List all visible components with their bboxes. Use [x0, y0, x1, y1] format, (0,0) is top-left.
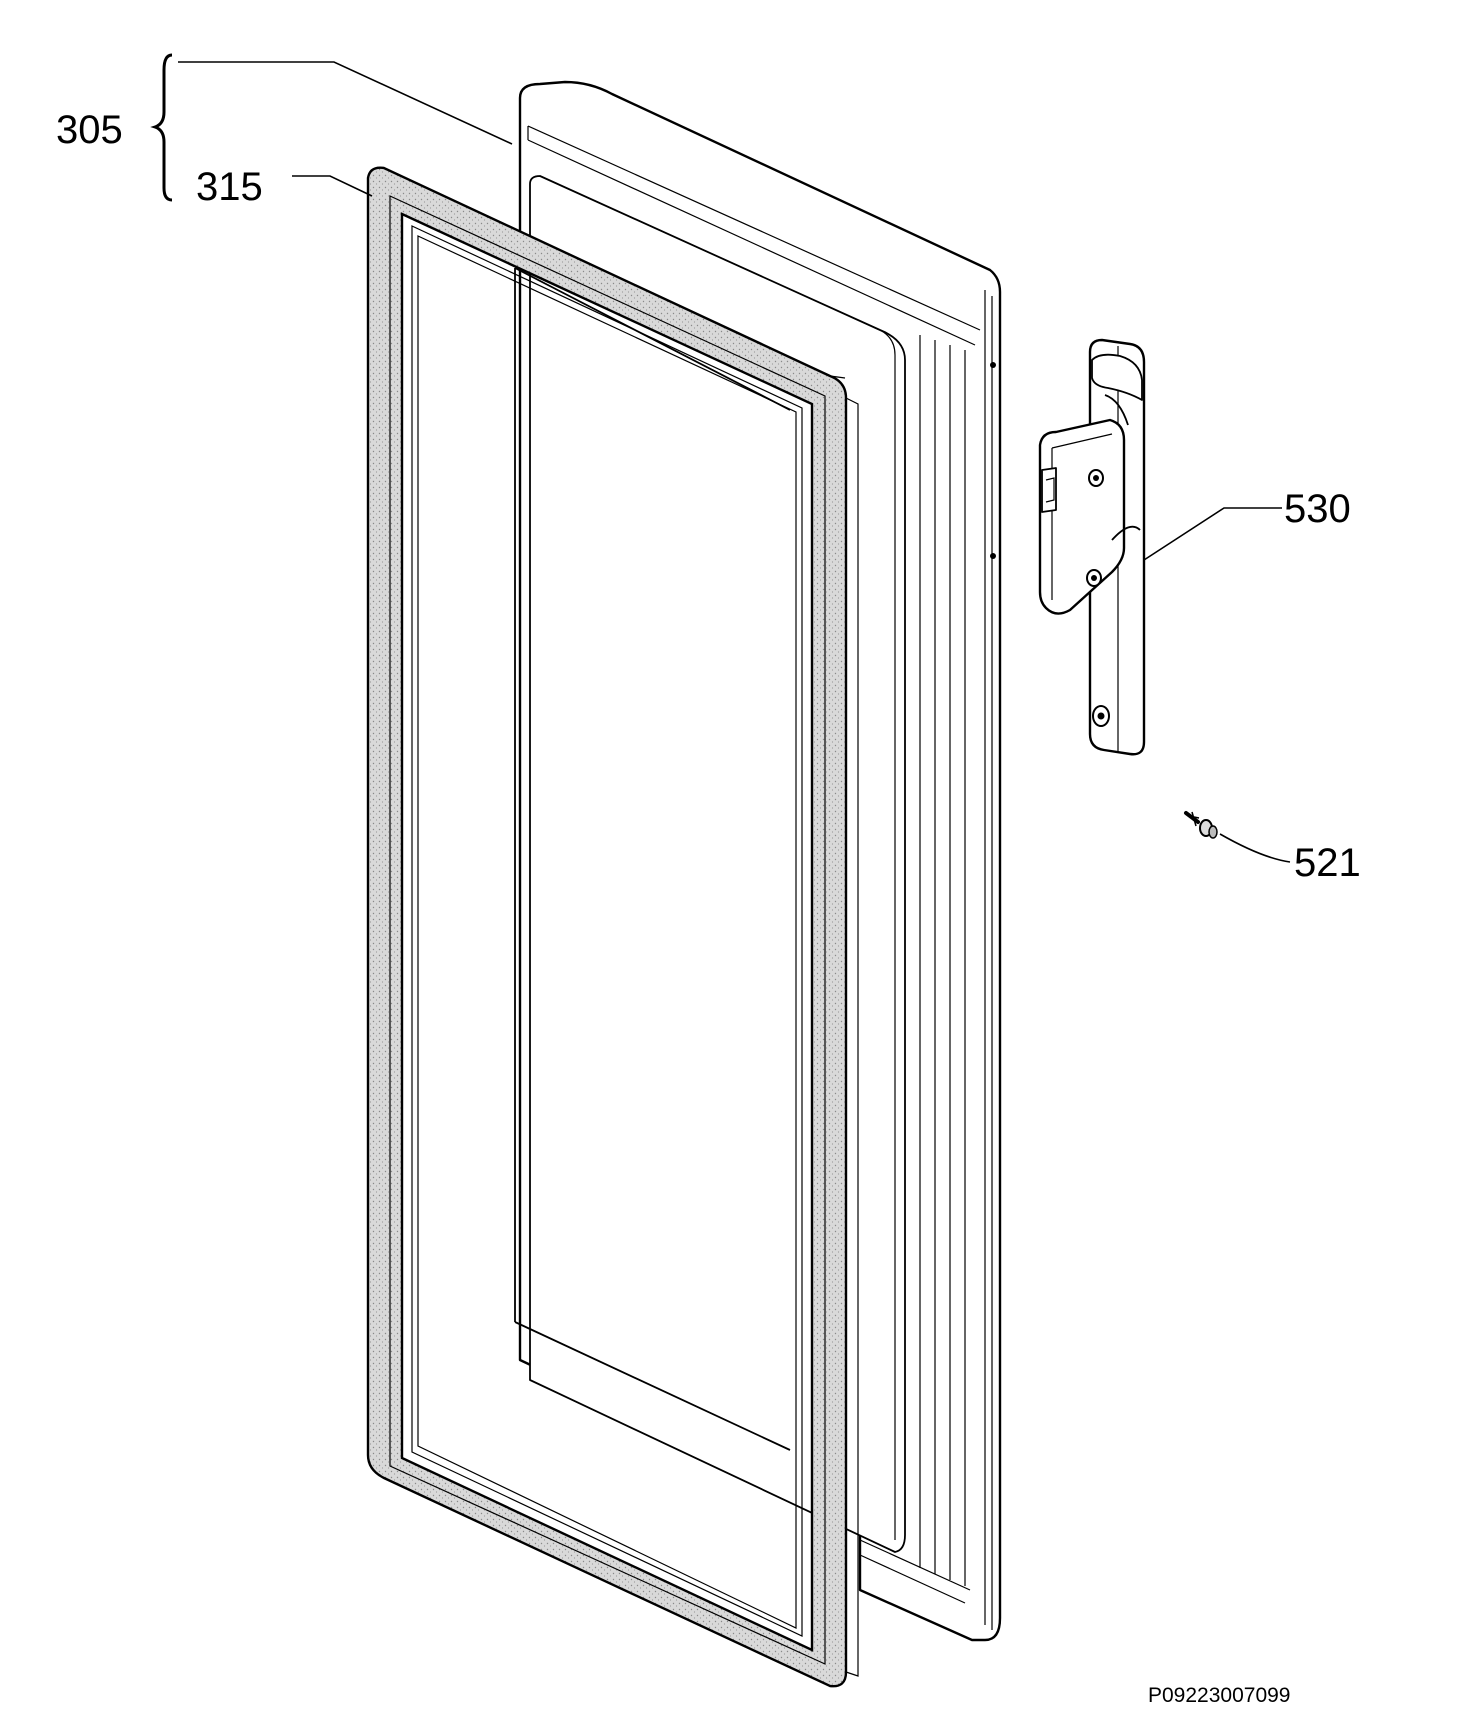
door-gasket [366, 166, 859, 1688]
door-inner-window [514, 267, 791, 1451]
leader-530 [1143, 507, 1282, 561]
leader-lines [150, 53, 1291, 863]
callout-305: 305 [56, 108, 123, 152]
screw [1184, 811, 1218, 839]
door-handle [1038, 338, 1146, 756]
document-id: P09223007099 [1148, 1684, 1290, 1707]
callout-315: 315 [196, 165, 263, 209]
callout-521: 521 [1294, 841, 1361, 885]
leader-315 [292, 175, 373, 197]
callout-530: 530 [1284, 487, 1351, 531]
brace-305 [150, 53, 173, 202]
leader-305 [178, 61, 513, 145]
leader-521 [1219, 833, 1291, 863]
